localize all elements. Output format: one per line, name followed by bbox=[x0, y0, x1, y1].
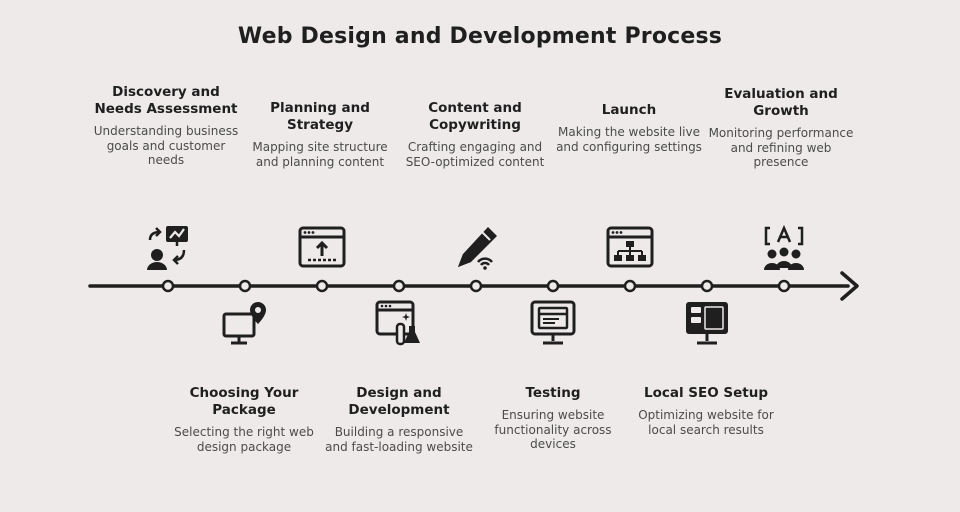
step-title: Design and Development bbox=[348, 385, 450, 418]
step-discovery: Discovery and Needs Assessment Understan… bbox=[91, 84, 241, 168]
step-description: Mapping site structure and planning cont… bbox=[252, 140, 388, 169]
monitor-test-icon bbox=[529, 300, 577, 348]
step-content: Content and Copywriting Crafting engagin… bbox=[400, 100, 550, 169]
step-description: Making the website live and configuring … bbox=[556, 125, 702, 154]
step-description: Crafting engaging and SEO-optimized cont… bbox=[405, 140, 545, 169]
monitor-layout-icon bbox=[683, 300, 731, 348]
step-testing: Testing Ensuring website functionality a… bbox=[478, 385, 628, 452]
step-title: Evaluation and Growth bbox=[724, 86, 838, 119]
step-local-seo: Local SEO Setup Optimizing website for l… bbox=[631, 385, 781, 437]
timeline-dot-6 bbox=[546, 279, 560, 293]
step-evaluation: Evaluation and Growth Monitoring perform… bbox=[706, 86, 856, 170]
timeline-dot-5 bbox=[469, 279, 483, 293]
step-description: Selecting the right web design package bbox=[174, 425, 314, 454]
timeline-dot-1 bbox=[161, 279, 175, 293]
step-title: Launch bbox=[601, 102, 657, 118]
pen-wifi-icon bbox=[452, 224, 500, 272]
step-description: Building a responsive and fast-loading w… bbox=[325, 425, 473, 454]
step-title: Content and Copywriting bbox=[428, 100, 522, 133]
step-design-development: Design and Development Building a respon… bbox=[324, 385, 474, 454]
browser-sitemap-icon bbox=[606, 224, 654, 272]
step-title: Testing bbox=[525, 385, 581, 401]
browser-flask-icon bbox=[375, 300, 423, 348]
step-description: Understanding business goals and custome… bbox=[93, 124, 239, 167]
timeline-dot-7 bbox=[623, 279, 637, 293]
discovery-icon bbox=[144, 224, 192, 272]
timeline-dot-4 bbox=[392, 279, 406, 293]
step-title: Discovery and Needs Assessment bbox=[94, 84, 238, 117]
step-title: Local SEO Setup bbox=[643, 385, 769, 401]
timeline-arrowhead bbox=[840, 271, 859, 301]
step-description: Monitoring performance and refining web … bbox=[708, 126, 854, 169]
monitor-location-icon bbox=[221, 300, 269, 348]
step-description: Ensuring website functionality across de… bbox=[494, 408, 612, 451]
step-choosing-package: Choosing Your Package Selecting the righ… bbox=[169, 385, 319, 454]
team-analysis-icon bbox=[760, 224, 808, 272]
diagram-title: Web Design and Development Process bbox=[237, 24, 723, 49]
step-description: Optimizing website for local search resu… bbox=[638, 408, 774, 437]
timeline-dot-2 bbox=[238, 279, 252, 293]
timeline-dot-8 bbox=[700, 279, 714, 293]
step-title: Choosing Your Package bbox=[189, 385, 299, 418]
step-planning: Planning and Strategy Mapping site struc… bbox=[245, 100, 395, 169]
step-title: Planning and Strategy bbox=[270, 100, 370, 133]
step-launch: Launch Making the website live and confi… bbox=[554, 102, 704, 154]
timeline-dot-9 bbox=[777, 279, 791, 293]
timeline-dot-3 bbox=[315, 279, 329, 293]
browser-upload-icon bbox=[298, 224, 346, 272]
